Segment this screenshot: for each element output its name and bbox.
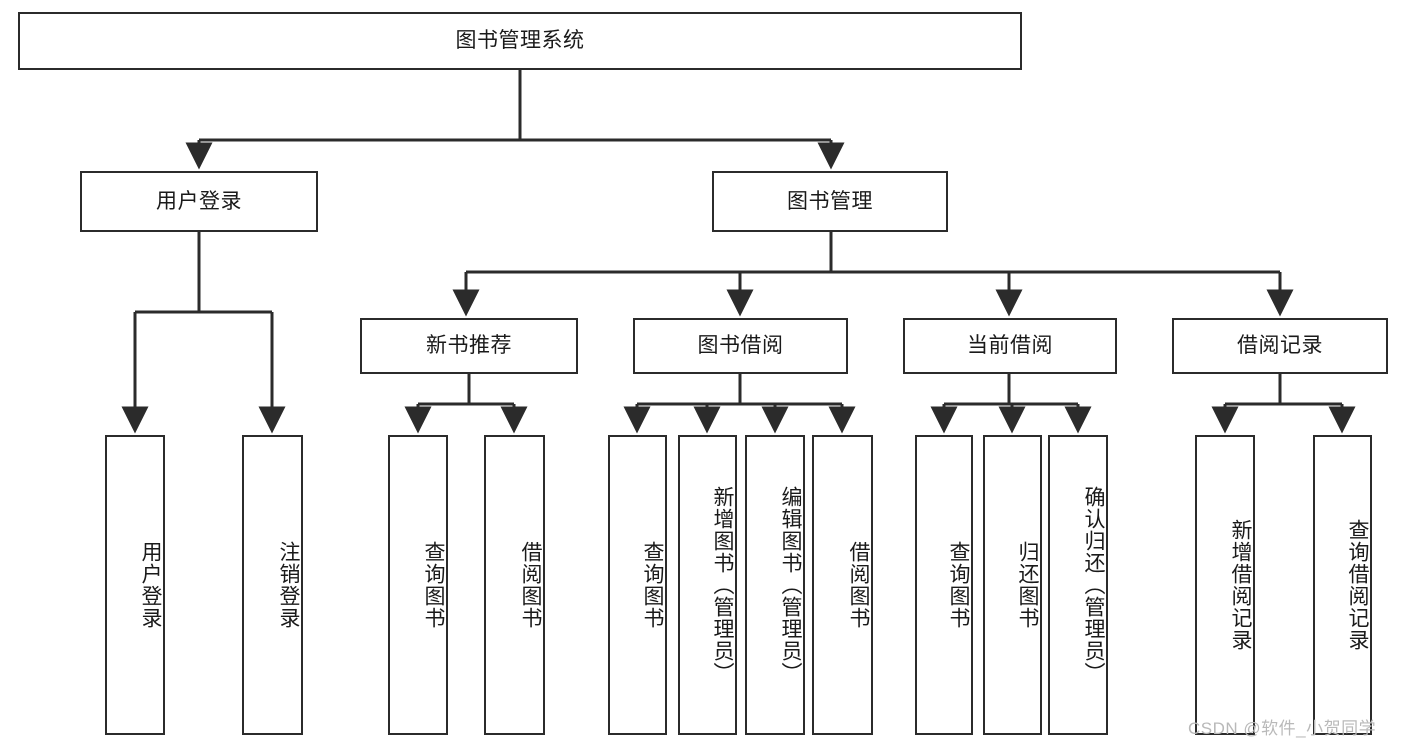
node-label: 用户登录 — [156, 189, 242, 213]
node-label: 查询图书 — [641, 541, 664, 629]
node-label: 新增借阅记录 — [1229, 519, 1252, 651]
leaf-query-book-current[interactable]: 查询图书 — [915, 435, 973, 735]
leaf-query-book-newbook[interactable]: 查询图书 — [388, 435, 448, 735]
node-label: 注销登录 — [277, 541, 300, 629]
node-label: 借阅图书 — [519, 541, 542, 629]
leaf-add-borrow-record[interactable]: 新增借阅记录 — [1195, 435, 1255, 735]
leaf-add-book-admin[interactable]: 新增图书（管理员） — [678, 435, 737, 735]
csdn-watermark: CSDN @软件_小贺同学 — [1188, 719, 1377, 738]
node-label: 用户登录 — [139, 541, 162, 629]
leaf-borrow-book-newbook[interactable]: 借阅图书 — [484, 435, 545, 735]
node-label: 新增图书（管理员） — [711, 486, 734, 684]
node-book-management[interactable]: 图书管理 — [712, 171, 948, 232]
node-label: 归还图书 — [1016, 541, 1039, 629]
node-label: 图书管理系统 — [455, 29, 585, 53]
node-label: 编辑图书（管理员） — [779, 486, 802, 684]
leaf-logout[interactable]: 注销登录 — [242, 435, 303, 735]
node-label: 查询图书 — [422, 541, 445, 629]
leaf-confirm-return-admin[interactable]: 确认归还（管理员） — [1048, 435, 1108, 735]
leaf-query-book-borrow[interactable]: 查询图书 — [608, 435, 667, 735]
leaf-user-login[interactable]: 用户登录 — [105, 435, 165, 735]
node-label: 查询借阅记录 — [1346, 519, 1369, 651]
node-label: 借阅记录 — [1237, 334, 1323, 358]
node-label: 确认归还（管理员） — [1082, 486, 1105, 684]
node-label: 查询图书 — [947, 541, 970, 629]
leaf-borrow-book[interactable]: 借阅图书 — [812, 435, 873, 735]
node-label: 当前借阅 — [967, 334, 1053, 358]
node-new-book-recommend[interactable]: 新书推荐 — [360, 318, 578, 374]
node-label: 图书管理 — [787, 189, 873, 213]
leaf-query-borrow-record[interactable]: 查询借阅记录 — [1313, 435, 1372, 735]
node-label: 借阅图书 — [847, 541, 870, 629]
node-label: 图书借阅 — [697, 334, 784, 358]
node-book-borrow[interactable]: 图书借阅 — [633, 318, 848, 374]
leaf-return-book[interactable]: 归还图书 — [983, 435, 1042, 735]
node-label: 新书推荐 — [426, 334, 512, 358]
node-user-login[interactable]: 用户登录 — [80, 171, 318, 232]
leaf-edit-book-admin[interactable]: 编辑图书（管理员） — [745, 435, 805, 735]
node-current-borrow[interactable]: 当前借阅 — [903, 318, 1117, 374]
node-root-system[interactable]: 图书管理系统 — [18, 12, 1022, 70]
node-borrow-record[interactable]: 借阅记录 — [1172, 318, 1388, 374]
